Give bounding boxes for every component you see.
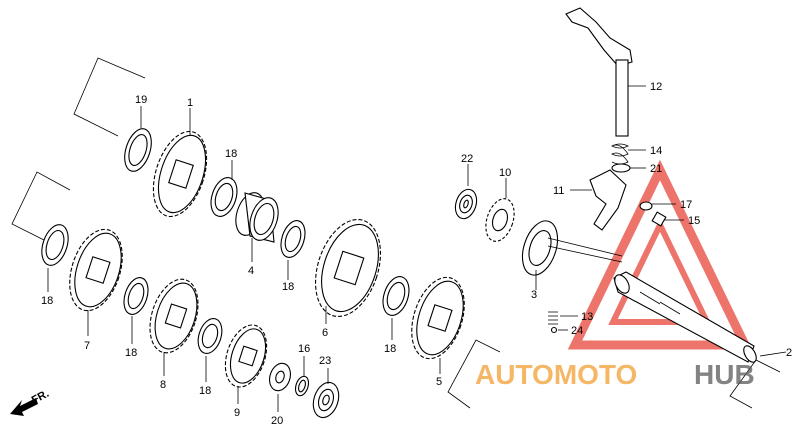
part-6-gear xyxy=(315,219,381,317)
label-19: 19 xyxy=(135,94,147,106)
part-18-washer-a xyxy=(210,177,238,217)
part-22-bearing xyxy=(454,188,478,220)
label-11: 11 xyxy=(553,185,564,197)
part-21-washer xyxy=(611,163,631,173)
group-bracket-upper-left xyxy=(73,57,146,137)
part-5-gear xyxy=(411,276,465,360)
part-23-bearing xyxy=(312,381,340,419)
label-17: 17 xyxy=(680,199,692,211)
part-17-washer xyxy=(639,201,653,211)
part-4-bushing xyxy=(235,192,279,243)
front-direction-indicator: FR. xyxy=(10,388,51,416)
label-20: 20 xyxy=(271,415,283,427)
part-15-bolt xyxy=(651,211,667,227)
part-13-spring xyxy=(548,311,558,325)
watermark: AUTOMOTO HUB xyxy=(475,159,755,390)
part-7-gear xyxy=(69,228,123,312)
label-14: 14 xyxy=(650,145,662,157)
label-2: 2 xyxy=(786,347,792,359)
part-18-washer-f xyxy=(197,317,223,355)
label-18-f: 18 xyxy=(199,385,211,397)
part-8-gear xyxy=(149,278,199,354)
part-labels: 19 1 18 4 18 6 18 5 18 7 18 8 18 9 20 16… xyxy=(41,81,792,427)
part-18-washer-d xyxy=(41,224,69,266)
label-16: 16 xyxy=(298,343,310,355)
part-3-shift-drum xyxy=(521,220,623,276)
label-18-d: 18 xyxy=(41,295,53,307)
label-18-c: 18 xyxy=(384,343,396,355)
part-20-washer xyxy=(269,362,291,392)
label-18-a: 18 xyxy=(225,148,237,160)
part-24-pin xyxy=(550,326,558,334)
label-21: 21 xyxy=(650,163,662,175)
label-1: 1 xyxy=(187,97,193,109)
group-bracket-lower-middle xyxy=(447,339,501,409)
label-23: 23 xyxy=(319,355,331,367)
part-11-shift-fork xyxy=(589,169,627,231)
label-24: 24 xyxy=(571,325,583,337)
watermark-text-dark: HUB xyxy=(694,359,755,390)
label-13: 13 xyxy=(581,311,593,323)
label-12: 12 xyxy=(650,81,662,93)
group-bracket-lower-right xyxy=(729,359,781,409)
part-18-washer-c xyxy=(382,276,410,316)
label-6: 6 xyxy=(322,327,328,339)
part-10-gear xyxy=(485,198,515,242)
part-16-ring xyxy=(294,375,310,397)
part-18-washer-b xyxy=(280,220,306,258)
watermark-triangle-logo xyxy=(567,159,753,350)
leader-lines xyxy=(47,85,787,412)
label-5: 5 xyxy=(436,376,442,388)
label-10: 10 xyxy=(499,167,511,179)
group-bracket-left xyxy=(11,171,71,241)
front-label: FR. xyxy=(30,388,51,407)
label-9: 9 xyxy=(234,407,240,419)
label-18-e: 18 xyxy=(125,347,137,359)
part-19-washer xyxy=(124,128,152,172)
label-8: 8 xyxy=(160,379,166,391)
part-2-shift-shaft xyxy=(613,271,757,363)
label-7: 7 xyxy=(84,340,90,352)
label-18-b: 18 xyxy=(282,281,294,293)
part-9-gear xyxy=(224,324,268,388)
part-1-gear xyxy=(152,130,208,218)
part-18-washer-e xyxy=(123,277,149,315)
watermark-text-light: AUTOMOTO xyxy=(475,359,637,390)
part-14-spring xyxy=(611,143,629,165)
part-12-shift-arm xyxy=(565,7,633,137)
label-22: 22 xyxy=(461,153,473,165)
label-15: 15 xyxy=(688,215,700,227)
label-4: 4 xyxy=(248,265,254,277)
arrow-icon xyxy=(10,398,38,416)
label-3: 3 xyxy=(531,289,537,301)
